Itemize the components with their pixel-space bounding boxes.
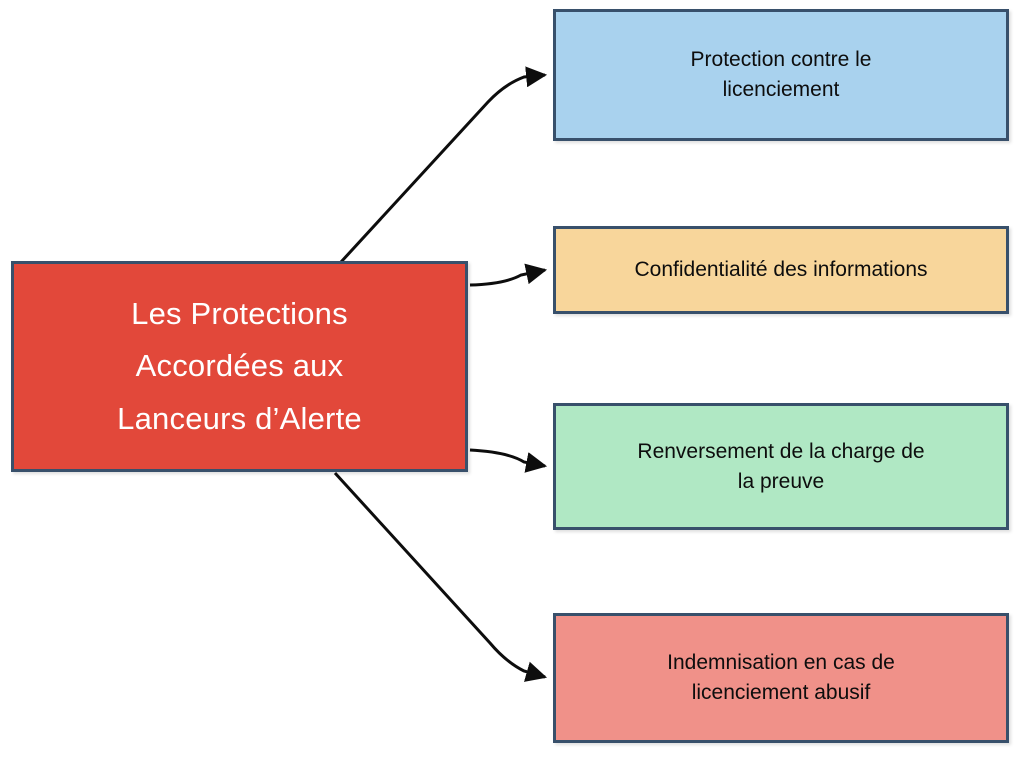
- root-node-label: Les Protections Accordées aux Lanceurs d…: [117, 296, 362, 436]
- branch-node-indemnisation-en-cas-de-licenciement-abusif[interactable]: Indemnisation en cas de licenciement abu…: [553, 613, 1009, 743]
- branch-node-label: Confidentialité des informations: [634, 258, 928, 282]
- connector-root-to-branch-2: [469, 448, 548, 473]
- branch-node-protection-contre-le-licenciement[interactable]: Protection contre le licenciement: [553, 9, 1009, 141]
- connector-root-to-branch-1: [469, 263, 548, 287]
- connector-root-to-branch-0: [339, 66, 548, 264]
- branch-node-renversement-de-la-charge-de-la-preuve[interactable]: Renversement de la charge de la preuve: [553, 403, 1009, 530]
- branch-node-confidentialite-des-informations[interactable]: Confidentialité des informations: [553, 226, 1009, 314]
- branch-node-label: Renversement de la charge de la preuve: [637, 439, 925, 493]
- root-node[interactable]: Les Protections Accordées aux Lanceurs d…: [11, 261, 468, 472]
- connector-root-to-branch-3: [333, 471, 548, 682]
- branch-node-label: Protection contre le licenciement: [690, 48, 872, 101]
- branch-node-label: Indemnisation en cas de licenciement abu…: [667, 651, 895, 704]
